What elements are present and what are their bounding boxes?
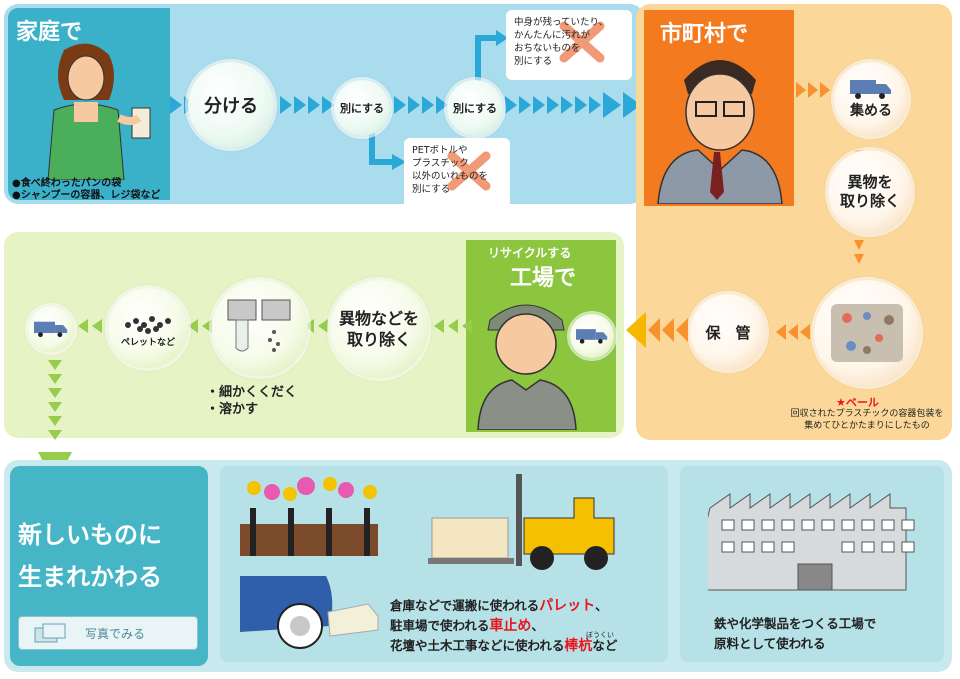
cross-icon	[559, 21, 605, 63]
pellet-icon	[125, 315, 171, 334]
step-pellet-label: ペレットなど	[120, 337, 175, 348]
note-other: PETボトルや プラスチック 以外のいれものを 別にする	[404, 138, 510, 208]
bale-desc: 回収されたプラスチックの容器包装を 集めてひとかたまりにしたもの	[784, 408, 950, 432]
store-to-factory-arrow	[626, 312, 688, 348]
step-separate-label: 分ける	[204, 96, 258, 117]
step-city-remove-line-2: 取り除く	[839, 192, 900, 210]
worker-illustration	[477, 304, 577, 430]
uses-industry-line-1: 鉄や化学製品をつくる工場で	[714, 616, 877, 631]
process-melt: ・溶かす	[206, 402, 259, 417]
step-city-remove-line-1: 異物を	[847, 173, 893, 191]
photo-button-label: 写真でみる	[85, 626, 146, 641]
branch-arrow-up	[475, 30, 508, 94]
factory-title-small: リサイクルする	[488, 246, 572, 260]
factory-flow-arrow	[78, 319, 472, 333]
reborn-title-line-2: 生まれかわる	[18, 563, 162, 591]
factory-building-illustration	[708, 493, 915, 591]
note-other-line-2: プラスチック	[412, 158, 469, 169]
note-dirty-line-4: 別にする	[514, 56, 553, 67]
process-list: ・細かくくだく ・溶かす	[206, 384, 297, 418]
uses-industry-line-2: 原料として使われる	[714, 636, 826, 651]
use-car-stopper-prefix: 駐車場で使われる	[390, 618, 490, 633]
note-dirty-line-2: かんたんに汚れが	[514, 30, 591, 41]
use-pallet-suffix: 、	[595, 598, 608, 613]
truck-icon	[850, 80, 891, 99]
note-dirty: 中身が残っていたり、 かんたんに汚れが おちないものを 別にする	[506, 10, 632, 80]
step-collect-label: 集める	[850, 103, 892, 119]
step-sort-1-label: 別にする	[339, 102, 385, 115]
step-collect: 集める	[834, 62, 908, 136]
process-crush: ・細かくくだく	[206, 385, 298, 400]
use-stake-ruby: ぼうくい	[586, 631, 614, 639]
home-flow-arrow	[170, 92, 641, 118]
step-store-label: 保 管	[705, 323, 751, 342]
step-city-remove: 異物を 取り除く	[828, 150, 912, 234]
bale-desc-line-2: 集めてひとかたまりにしたもの	[804, 421, 930, 431]
city-flow-arrows	[796, 82, 864, 264]
note-other-line-3: 以外のいれものを	[412, 171, 489, 182]
note-dirty-line-1: 中身が残っていたり、	[514, 17, 609, 28]
step-sort-2: 別にする	[447, 80, 503, 136]
car-stopper-illustration	[240, 576, 379, 649]
forklift-illustration	[428, 474, 615, 570]
step-crush-melt	[212, 280, 308, 376]
use-stake: 花壇や土木工事などに使われる棒杭など ぼうくい	[390, 631, 618, 656]
home-title: 家庭で	[16, 20, 83, 45]
photo-icon	[34, 623, 66, 643]
step-factory-remove-line-2: 取り除く	[346, 330, 411, 349]
bale-label: ★ベール	[836, 396, 879, 409]
step-factory-remove-line-1: 異物などを	[338, 309, 419, 328]
step-sort-2-label: 別にする	[452, 102, 498, 115]
reborn-title: 新しいものに 生まれかわる	[18, 514, 162, 598]
step-factory-remove: 異物などを 取り除く	[330, 280, 428, 378]
home-caption-line-1: ●食べ終わったパンの袋	[12, 178, 122, 189]
uses-industry-text: 鉄や化学製品をつくる工場で 原料として使われる	[714, 614, 876, 654]
factory-truck	[570, 314, 614, 358]
step-separate: 分ける	[188, 62, 274, 148]
reborn-title-line-1: 新しいものに	[18, 521, 162, 549]
factory-title-big: 工場で	[510, 266, 577, 291]
use-stake-highlight: 棒杭	[564, 638, 593, 654]
bale-to-store-arrow	[776, 324, 810, 340]
use-pallet-highlight: パレット	[539, 598, 596, 614]
use-pallet: 倉庫などで運搬に使われるパレット、	[390, 596, 617, 616]
use-car-stopper-highlight: 車止め	[489, 618, 532, 634]
flower-bed-illustration	[240, 477, 378, 556]
truck-icon	[34, 321, 68, 338]
homemaker-illustration	[47, 43, 151, 180]
city-title: 市町村で	[660, 22, 749, 47]
bale-icon	[831, 304, 903, 362]
uses-products-text: 倉庫などで運搬に使われるパレット、 駐車場で使われる車止め、 花壇や土木工事など…	[390, 596, 617, 656]
use-car-stopper: 駐車場で使われる車止め、	[390, 616, 617, 636]
cross-icon	[447, 151, 491, 191]
note-other-line-4: 別にする	[412, 184, 451, 195]
photo-button[interactable]: 写真でみる	[18, 616, 198, 650]
bale-image	[814, 280, 920, 386]
step-sort-1: 別にする	[334, 80, 390, 136]
bale-desc-line-1: 回収されたプラスチックの容器包装を	[790, 409, 944, 419]
note-dirty-line-3: おちないものを	[514, 43, 581, 54]
use-stake-suffix: など	[592, 638, 618, 653]
step-store: 保 管	[690, 294, 766, 370]
step-pellet: ペレットなど	[108, 288, 188, 368]
truck-icon	[576, 329, 608, 344]
use-pallet-prefix: 倉庫などで運搬に使われる	[390, 598, 540, 613]
use-car-stopper-suffix: 、	[531, 618, 544, 633]
home-caption-line-2: ●シャンプーの容器、レジ袋など	[12, 190, 161, 201]
pellet-truck	[28, 306, 74, 352]
official-illustration	[657, 60, 783, 204]
melt-icon	[227, 299, 291, 352]
use-stake-prefix: 花壇や土木工事などに使われる	[390, 638, 565, 653]
home-caption: ●食べ終わったパンの袋 ●シャンプーの容器、レジ袋など	[12, 178, 160, 202]
note-other-line-1: PETボトルや	[412, 145, 468, 156]
